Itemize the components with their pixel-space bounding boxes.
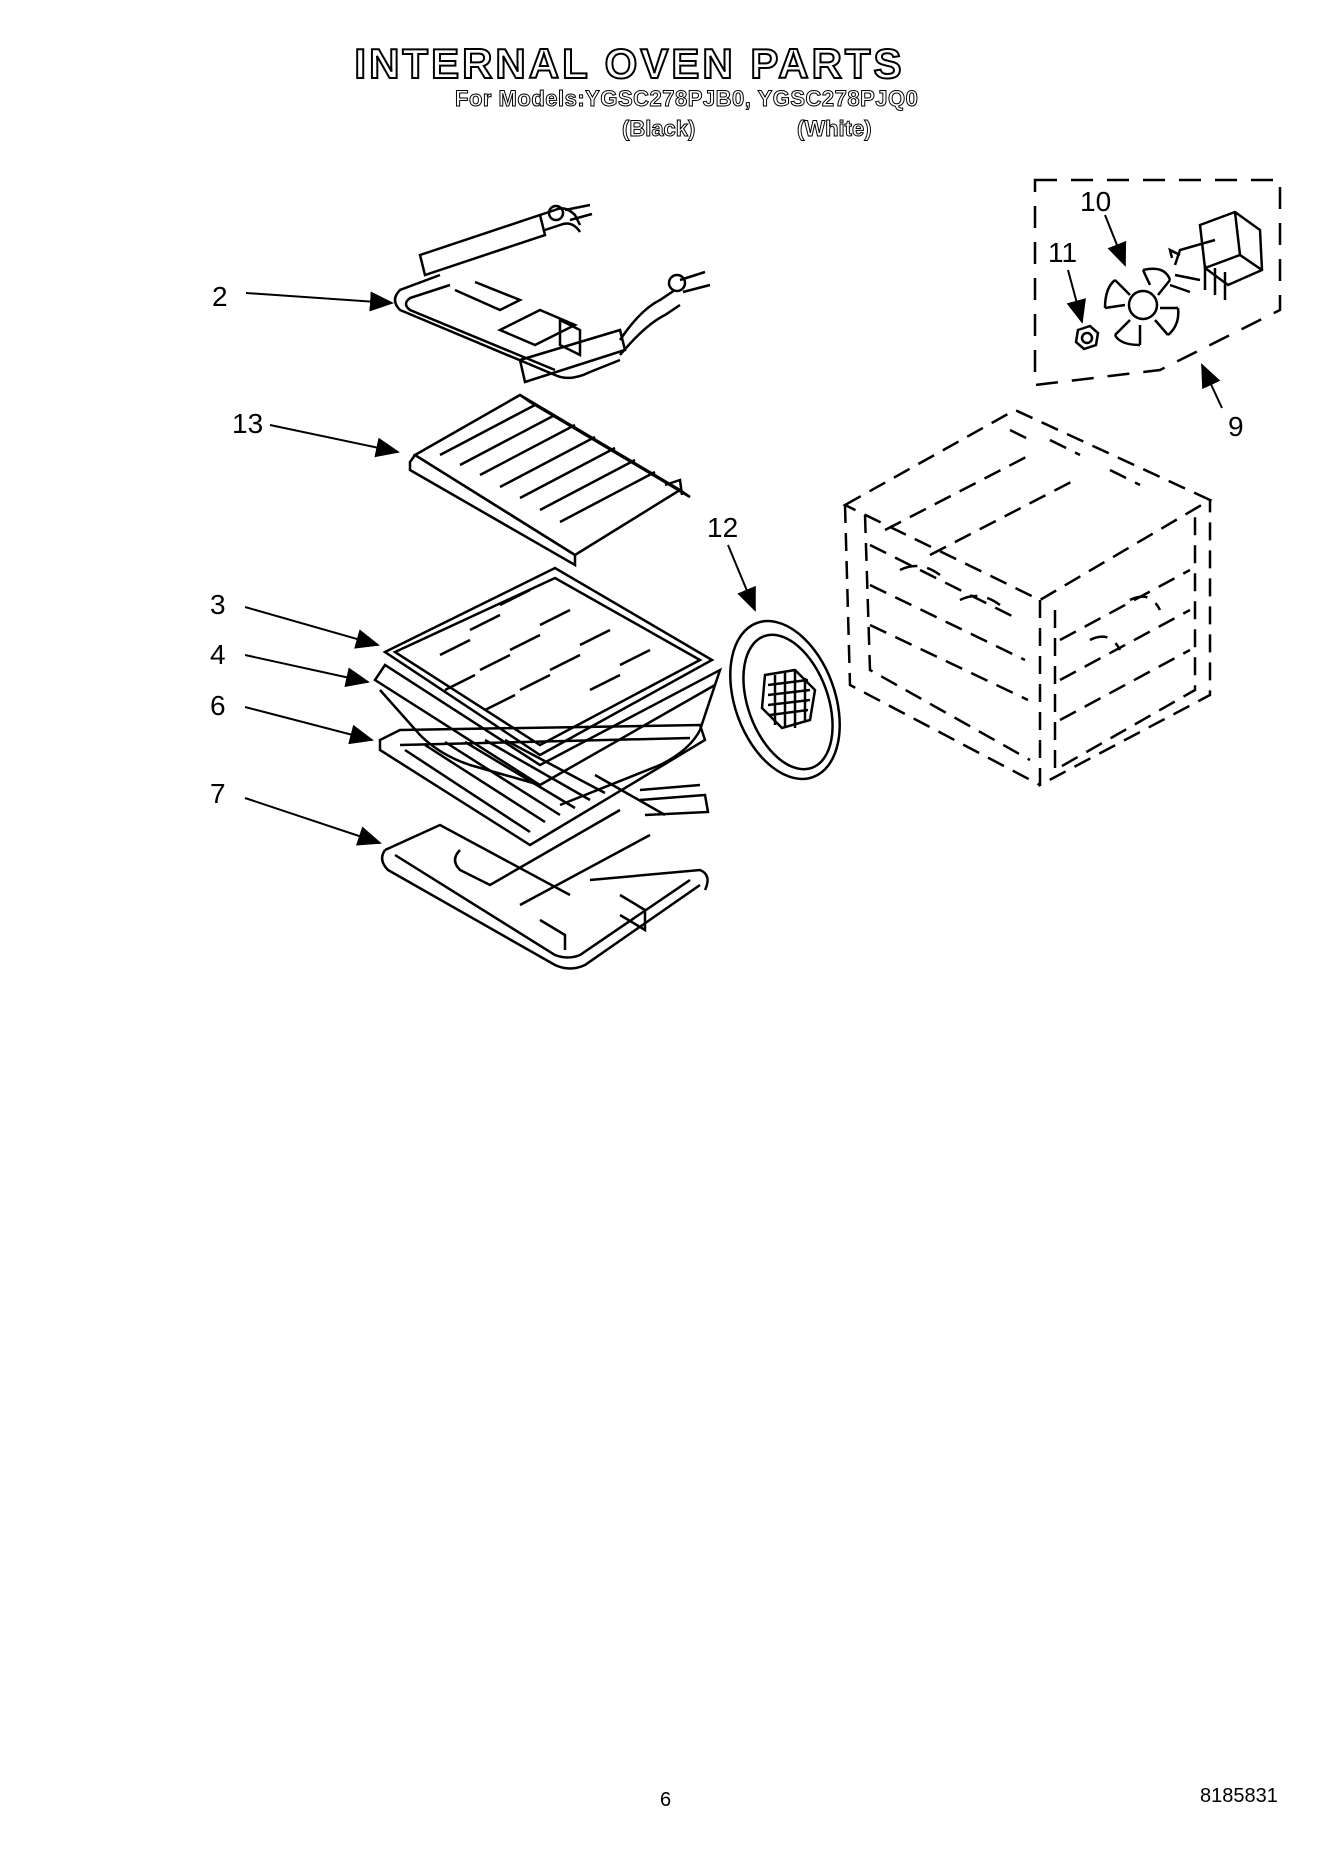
callout-2: 2: [212, 281, 228, 312]
callout-12: 12: [707, 512, 738, 543]
top-tray: [408, 393, 691, 568]
callout-9: 9: [1228, 411, 1244, 442]
fan-cover: [729, 619, 841, 781]
broiler-pan-grid: [382, 566, 715, 757]
oven-cavity: [842, 408, 1213, 788]
oven-rack: [378, 723, 707, 847]
callout-13: 13: [232, 408, 263, 439]
callout-11: 11: [1048, 237, 1077, 268]
callout-3: 3: [210, 589, 226, 620]
broiler-pan: [373, 663, 723, 807]
document-number: 8185831: [1200, 1785, 1278, 1807]
broil-element: [393, 203, 711, 384]
callout-4: 4: [210, 639, 226, 670]
page-title: INTERNAL OVEN PARTS: [353, 39, 905, 88]
callout-10: 10: [1080, 186, 1111, 217]
model-numbers: For Models:YGSC278PJB0, YGSC278PJQ0: [454, 86, 919, 112]
color-black-label: (Black): [621, 116, 696, 142]
callout-7: 7: [210, 778, 226, 809]
color-white-label: (White): [797, 116, 873, 142]
fan-motor-assembly-box: [1033, 178, 1282, 387]
page-number: 6: [660, 1789, 672, 1811]
fan-blade: [1103, 267, 1180, 347]
bake-element: [380, 783, 710, 970]
hex-nut: [1074, 324, 1100, 351]
callout-6: 6: [210, 690, 226, 721]
callout-arrows: [244, 214, 1223, 846]
fan-motor: [1168, 210, 1264, 300]
